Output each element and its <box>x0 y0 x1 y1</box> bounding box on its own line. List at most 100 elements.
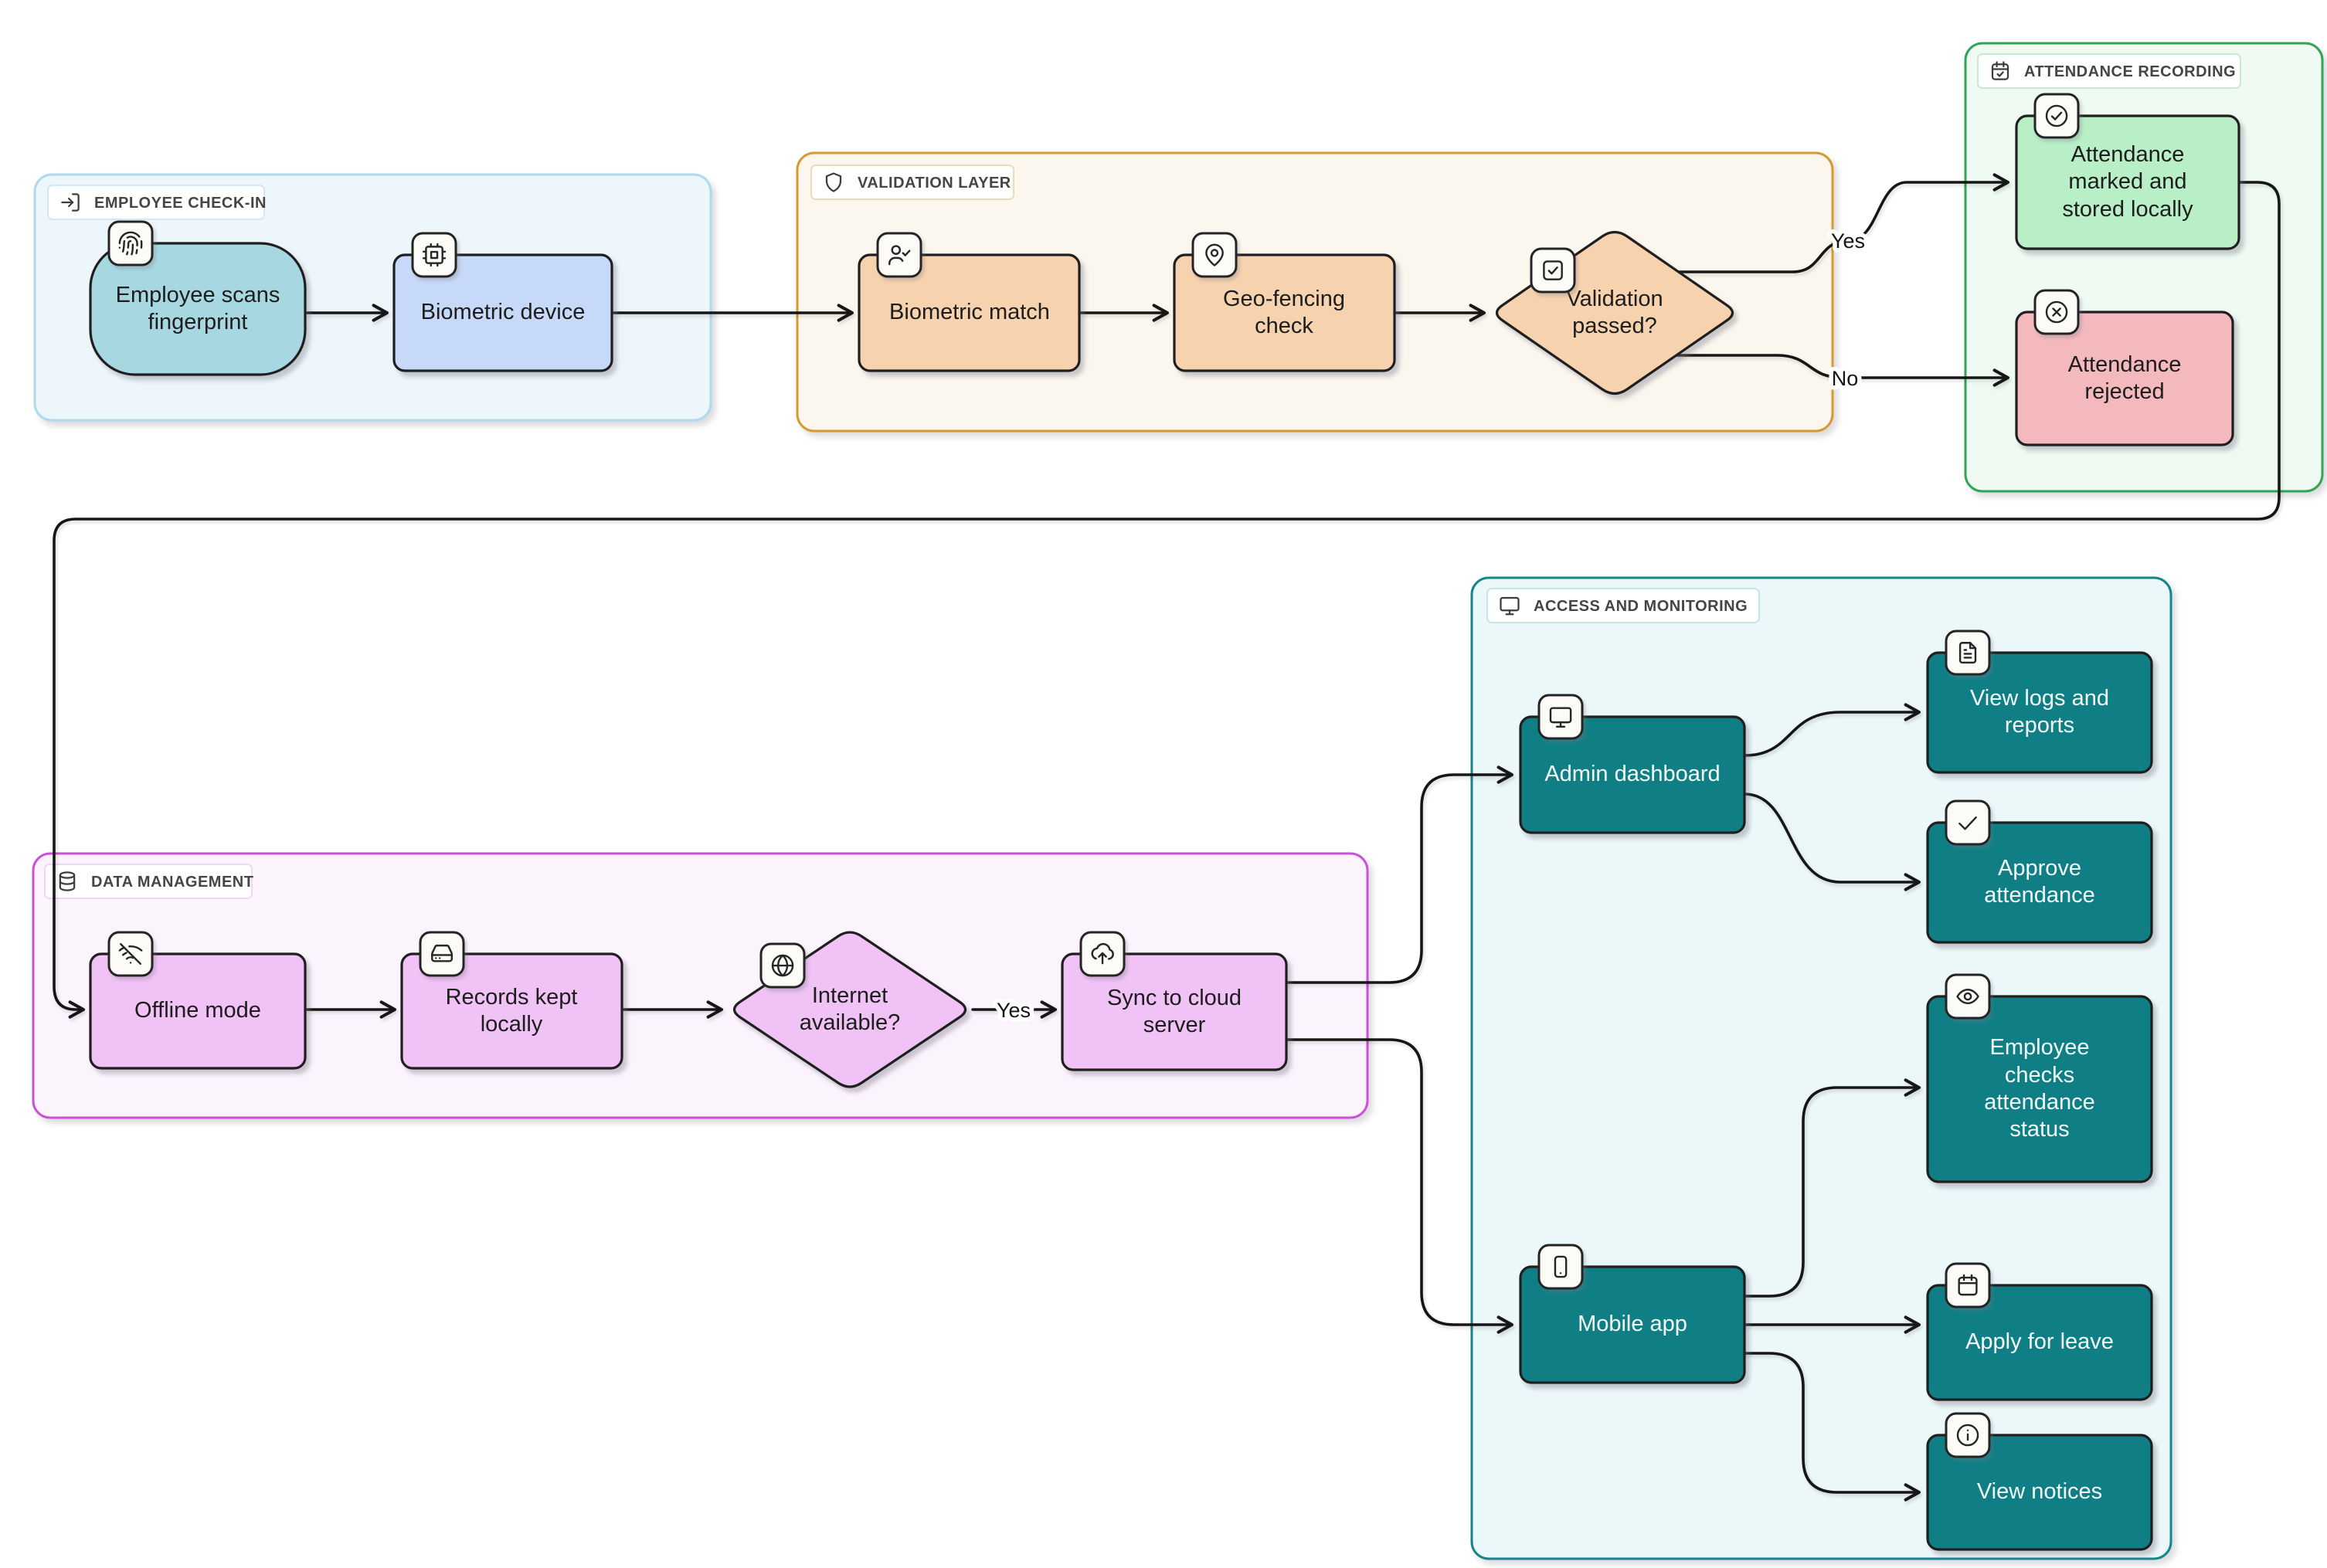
badge <box>411 232 457 278</box>
user-check-icon <box>888 245 911 266</box>
map-pin-icon <box>1205 243 1224 266</box>
node-internet-available-label: Internet available? <box>799 983 901 1035</box>
node-admin-dashboard-shape <box>1519 715 1746 834</box>
group-employee-checkin-label-box <box>47 185 265 220</box>
wifi-off-icon <box>118 943 143 966</box>
database-icon <box>59 871 76 891</box>
file-text-icon <box>1958 642 1977 664</box>
group-data-management-label-box <box>44 864 253 899</box>
node-mobile-app-shape <box>1519 1265 1746 1384</box>
node-records-kept: Records kept locally <box>400 931 623 1070</box>
edge-sync-to-mobile <box>1285 1038 1513 1334</box>
node-biometric-device: Biometric device <box>392 232 613 372</box>
edge-label-internet-yes: Yes <box>997 999 1031 1022</box>
monitor-icon <box>1500 596 1520 616</box>
node-sync-cloud-label: Sync to cloud server <box>1106 985 1242 1037</box>
node-attendance-marked-label: Attendance marked and stored locally <box>2062 141 2193 222</box>
node-attendance-rejected-shape <box>2015 311 2234 446</box>
badge <box>1945 630 1991 676</box>
group-data-management-box <box>32 852 1369 1119</box>
node-mobile-app-label: Mobile app <box>1578 1312 1687 1337</box>
node-internet-available: Internet available? <box>732 931 967 1088</box>
node-approve-attendance-label: Approve attendance <box>1984 855 2095 908</box>
edge-label-validation-no: No <box>1832 367 1859 390</box>
node-approve-attendance: Approve attendance <box>1926 799 2153 944</box>
edge-validation-yes <box>1675 173 2009 273</box>
node-employee-scans: Employee scans fingerprint <box>89 220 307 376</box>
badge <box>1945 799 1991 846</box>
edge-label-validation-yes: Yes <box>1831 229 1865 253</box>
node-view-notices-label: View notices <box>1976 1479 2103 1505</box>
calendar-icon <box>1958 1274 1978 1296</box>
circle-check-icon <box>2045 104 2068 127</box>
edge-sync-to-admin <box>1285 765 1513 984</box>
edge-marked-to-offline <box>53 181 2281 1019</box>
calendar-check-icon <box>1991 61 2009 80</box>
fingerprint-icon <box>118 231 143 256</box>
group-validation-layer-label-box <box>810 165 1014 200</box>
badge <box>1530 247 1576 294</box>
edge-mobile-to-notices <box>1743 1352 1921 1502</box>
hard-drive-icon <box>431 944 454 962</box>
node-offline-mode-label: Offline mode <box>134 998 261 1023</box>
node-biometric-device-label: Biometric device <box>420 300 586 325</box>
node-biometric-match-label: Biometric match <box>889 300 1050 325</box>
group-access-monitoring-label-box <box>1486 588 1760 623</box>
edge-admin-to-approve <box>1743 792 1921 891</box>
check-icon <box>1958 816 1977 830</box>
badge <box>2033 93 2080 139</box>
node-view-logs-shape <box>1926 651 2153 774</box>
node-biometric-match: Biometric match <box>858 232 1081 372</box>
badge <box>876 232 922 278</box>
node-validation-passed: Validation passed? <box>1495 230 1734 395</box>
smartphone-icon <box>1554 1255 1568 1278</box>
node-mobile-app: Mobile app <box>1519 1244 1746 1384</box>
node-records-kept-label: Records kept locally <box>445 984 578 1037</box>
node-view-logs-label: View logs and reports <box>1969 685 2110 738</box>
node-apply-leave-shape <box>1926 1284 2153 1401</box>
node-sync-cloud: Sync to cloud server <box>1061 931 1288 1071</box>
node-attendance-rejected: Attendance rejected <box>2015 289 2234 446</box>
node-view-notices-shape <box>1926 1434 2153 1551</box>
node-admin-dashboard-label: Admin dashboard <box>1544 762 1721 787</box>
badge <box>1945 973 1991 1020</box>
node-biometric-device-shape <box>392 253 613 372</box>
node-biometric-match-shape <box>858 253 1081 372</box>
node-validation-passed-label: Validation passed? <box>1566 286 1663 338</box>
globe-icon <box>771 954 794 977</box>
group-validation-layer-label: VALIDATION LAYER <box>858 175 1011 192</box>
node-employee-checks: Employee checks attendance status <box>1926 973 2153 1183</box>
badge <box>1537 1244 1584 1290</box>
node-offline-mode-shape <box>89 952 307 1070</box>
node-employee-checks-label: Employee checks attendance status <box>1984 1035 2095 1142</box>
edges-layer: Yes No Yes <box>53 173 2281 1502</box>
monitor-icon <box>1549 707 1572 728</box>
node-employee-checks-shape <box>1926 995 2153 1183</box>
edge-admin-to-viewlogs <box>1743 703 1921 757</box>
edge-mobile-to-status <box>1743 1078 1921 1298</box>
node-admin-dashboard: Admin dashboard <box>1519 694 1746 834</box>
node-attendance-marked: Attendance marked and stored locally <box>2015 93 2240 250</box>
node-geo-fencing-label: Geo-fencing check <box>1223 286 1345 338</box>
node-apply-leave-label: Apply for leave <box>1965 1329 2114 1355</box>
group-attendance-recording-label: ATTENDANCE RECORDING <box>2024 63 2236 80</box>
node-attendance-marked-shape <box>2015 114 2240 250</box>
eye-icon <box>1956 989 1979 1005</box>
edge-validation-no <box>1675 354 2009 387</box>
badge <box>419 931 465 977</box>
badge <box>1537 694 1584 740</box>
badge <box>1945 1262 1991 1308</box>
group-attendance-recording-label-box <box>1977 53 2241 89</box>
badge <box>107 220 154 266</box>
node-records-kept-shape <box>400 952 623 1070</box>
node-view-logs: View logs and reports <box>1926 630 2153 774</box>
checkbox-icon <box>1543 260 1563 280</box>
node-employee-scans-shape <box>89 242 307 376</box>
node-apply-leave: Apply for leave <box>1926 1262 2153 1401</box>
node-geo-fencing: Geo-fencing check <box>1173 232 1396 372</box>
group-data-management-label: DATA MANAGEMENT <box>91 874 253 891</box>
node-geo-fencing-shape <box>1173 253 1396 372</box>
group-data-management: DATA MANAGEMENT <box>32 852 1369 1119</box>
